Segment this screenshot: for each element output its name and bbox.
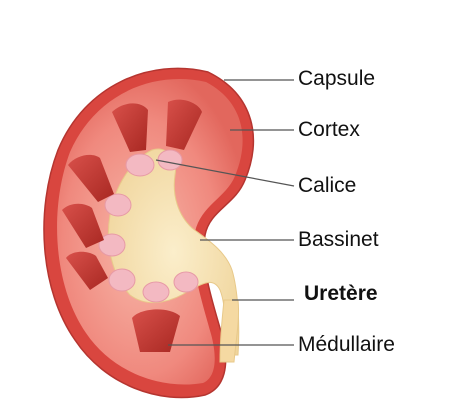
label-cortex: Cortex <box>298 118 360 141</box>
label-uretere: Uretère <box>304 282 378 305</box>
ureter <box>219 299 239 363</box>
label-calice: Calice <box>298 174 357 197</box>
calyces <box>98 149 199 303</box>
medullary-pyramids <box>62 99 202 352</box>
label-bassinet: Bassinet <box>298 228 379 251</box>
label-medullaire: Médullaire <box>298 333 395 356</box>
label-capsule: Capsule <box>298 67 376 90</box>
leader-line-calice <box>155 159 295 187</box>
leader-lines <box>155 79 295 346</box>
